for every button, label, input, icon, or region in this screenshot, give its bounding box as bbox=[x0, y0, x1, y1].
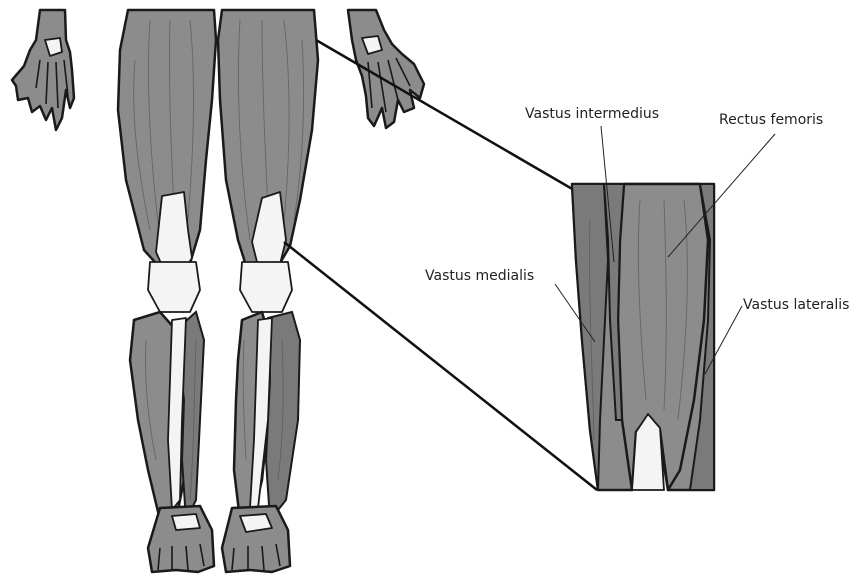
label-vastus-medialis: Vastus medialis bbox=[425, 268, 534, 284]
right-leg bbox=[218, 10, 318, 572]
zoomed-thigh-inset bbox=[572, 184, 714, 490]
right-hand bbox=[348, 10, 424, 128]
label-vastus-lateralis: Vastus lateralis bbox=[743, 297, 849, 313]
left-hand bbox=[12, 10, 74, 130]
label-vastus-intermedius: Vastus intermedius bbox=[525, 106, 659, 122]
label-rectus-femoris: Rectus femoris bbox=[719, 112, 823, 128]
left-leg bbox=[118, 10, 216, 572]
